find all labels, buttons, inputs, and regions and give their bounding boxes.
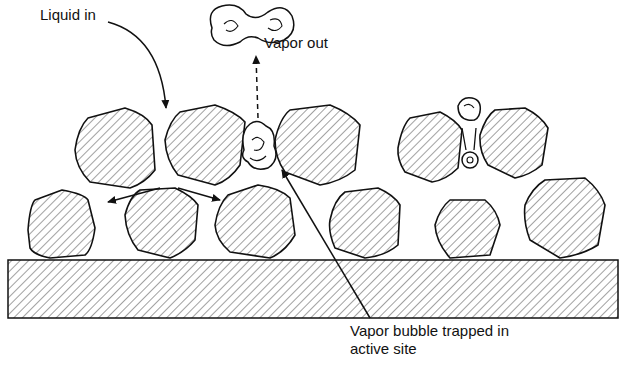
vapor-bubble [210, 5, 480, 169]
flow-arrows [108, 22, 370, 318]
callout-label: Vapor bubble trapped in active site [350, 322, 510, 358]
callout-label: Liquid in [40, 6, 96, 24]
particles [28, 105, 605, 258]
callout-label: Vapor out [264, 34, 328, 52]
base-plate [8, 260, 618, 318]
